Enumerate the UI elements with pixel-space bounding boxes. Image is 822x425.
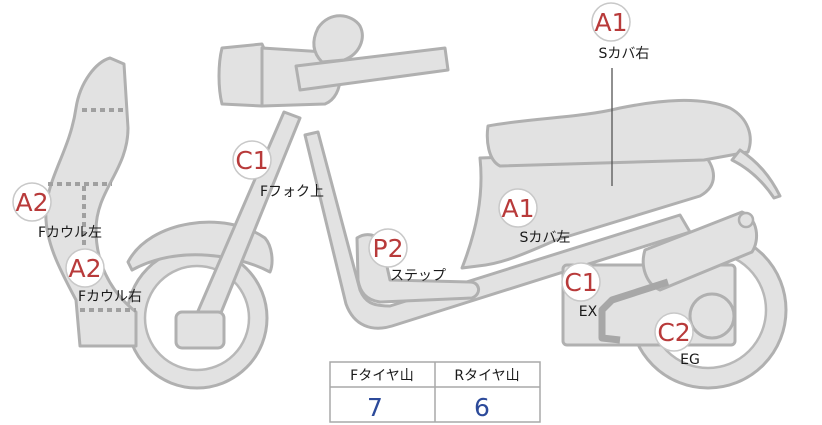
part-name: Fカウル右 [78,289,142,305]
badge-code: A1 [501,194,534,223]
badge-code: A2 [15,188,48,217]
part-name: EG [680,352,700,368]
label-p2-step: P2 ステップ [368,228,446,284]
label-a1-seat-right: A1 Sカバ右 [591,2,650,62]
front-tire-header: Fタイヤ山 [350,368,414,384]
badge-code: P2 [373,234,404,263]
exhaust-pipe [598,278,670,344]
rear-hub [688,292,736,340]
label-c1-ex: C1 EX [561,262,601,320]
label-a2-cowl-right: A2 Fカウル右 [65,248,142,305]
seat [485,98,752,168]
part-name: Fカウル左 [38,225,102,241]
badge-code: C1 [564,268,597,297]
front-tire-value: 7 [367,393,383,422]
label-a1-seat-left: A1 Sカバ左 [498,188,571,246]
part-name: EX [579,304,598,320]
fork-bottom-block [174,310,226,350]
part-name: Fフォク上 [260,184,324,200]
rear-rail [730,148,782,200]
handlebar-stem [294,46,450,92]
rear-tire-value: 6 [474,393,490,422]
badge-code: C2 [657,318,690,347]
badge-code: A1 [594,8,627,37]
part-name: ステップ [390,268,446,284]
part-name: Sカバ右 [599,46,650,62]
label-c2-eg: C2 EG [654,312,700,368]
part-name: Sカバ左 [520,230,571,246]
tire-tread-table: Fタイヤ山 Rタイヤ山 7 6 [329,361,541,423]
label-c1-fork: C1 Fフォク上 [232,140,324,200]
main-frame [303,130,692,330]
label-a2-cowl-left: A2 Fカウル左 [12,182,102,241]
side-cover [460,148,715,270]
shock-top [737,211,755,229]
badge-code: A2 [68,254,101,283]
badge-code: C1 [235,146,268,175]
mirror [312,14,364,64]
rear-tire-header: Rタイヤ山 [454,368,519,384]
